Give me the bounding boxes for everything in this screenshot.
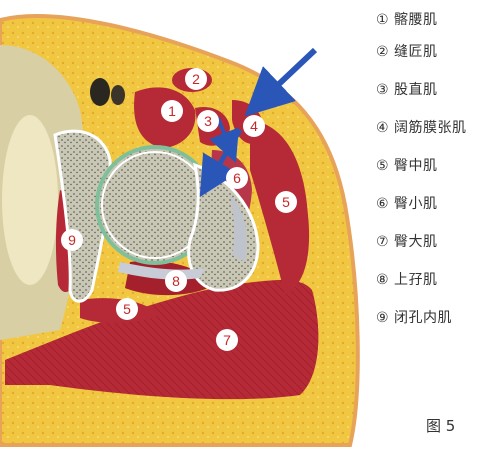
legend-item-gluteus-maximus: ⑦ 臀大肌 [376, 222, 483, 260]
marker-8: 8 [165, 270, 187, 292]
svg-text:1: 1 [168, 103, 176, 119]
svg-text:5: 5 [123, 301, 131, 317]
svg-text:9: 9 [68, 232, 76, 248]
svg-text:5: 5 [282, 194, 290, 210]
marker-4: 4 [243, 115, 265, 137]
marker-1: 1 [161, 100, 183, 122]
marker-9: 9 [61, 229, 83, 251]
legend-item-sartorius: ② 缝匠肌 [376, 32, 483, 70]
svg-text:4: 4 [250, 118, 258, 134]
legend-item-rectus-femoris: ③ 股直肌 [376, 70, 483, 108]
marker-7: 7 [216, 329, 238, 351]
legend-item-iliopsoas: ① 髂腰肌 [376, 6, 483, 32]
marker-5-lateral: 5 [275, 191, 297, 213]
anatomy-illustration: 1 2 3 4 5 6 5 7 8 9 [0, 0, 375, 450]
svg-text:7: 7 [223, 332, 231, 348]
pelvic-cavity [2, 115, 58, 285]
marker-5-posterior: 5 [116, 298, 138, 320]
svg-text:2: 2 [192, 71, 200, 87]
marker-2: 2 [185, 68, 207, 90]
marker-3: 3 [197, 110, 219, 132]
svg-text:3: 3 [204, 113, 212, 129]
svg-text:8: 8 [172, 273, 180, 289]
legend-item-obturator-internus: ⑨ 闭孔内肌 [376, 298, 483, 336]
muscle-legend: ① 髂腰肌 ② 缝匠肌 ③ 股直肌 ④ 阔筋膜张肌 ⑤ 臀中肌 ⑥ 臀小肌 ⑦ … [376, 6, 483, 336]
figure-caption: 图 5 [426, 415, 455, 436]
legend-item-tensor-fasciae-latae: ④ 阔筋膜张肌 [376, 108, 483, 146]
legend-item-gluteus-minimus: ⑥ 臀小肌 [376, 184, 483, 222]
legend-item-superior-gemellus: ⑧ 上孖肌 [376, 260, 483, 298]
svg-text:6: 6 [233, 170, 241, 186]
arrow-large [262, 50, 315, 100]
legend-item-gluteus-medius: ⑤ 臀中肌 [376, 146, 483, 184]
marker-6: 6 [226, 167, 248, 189]
